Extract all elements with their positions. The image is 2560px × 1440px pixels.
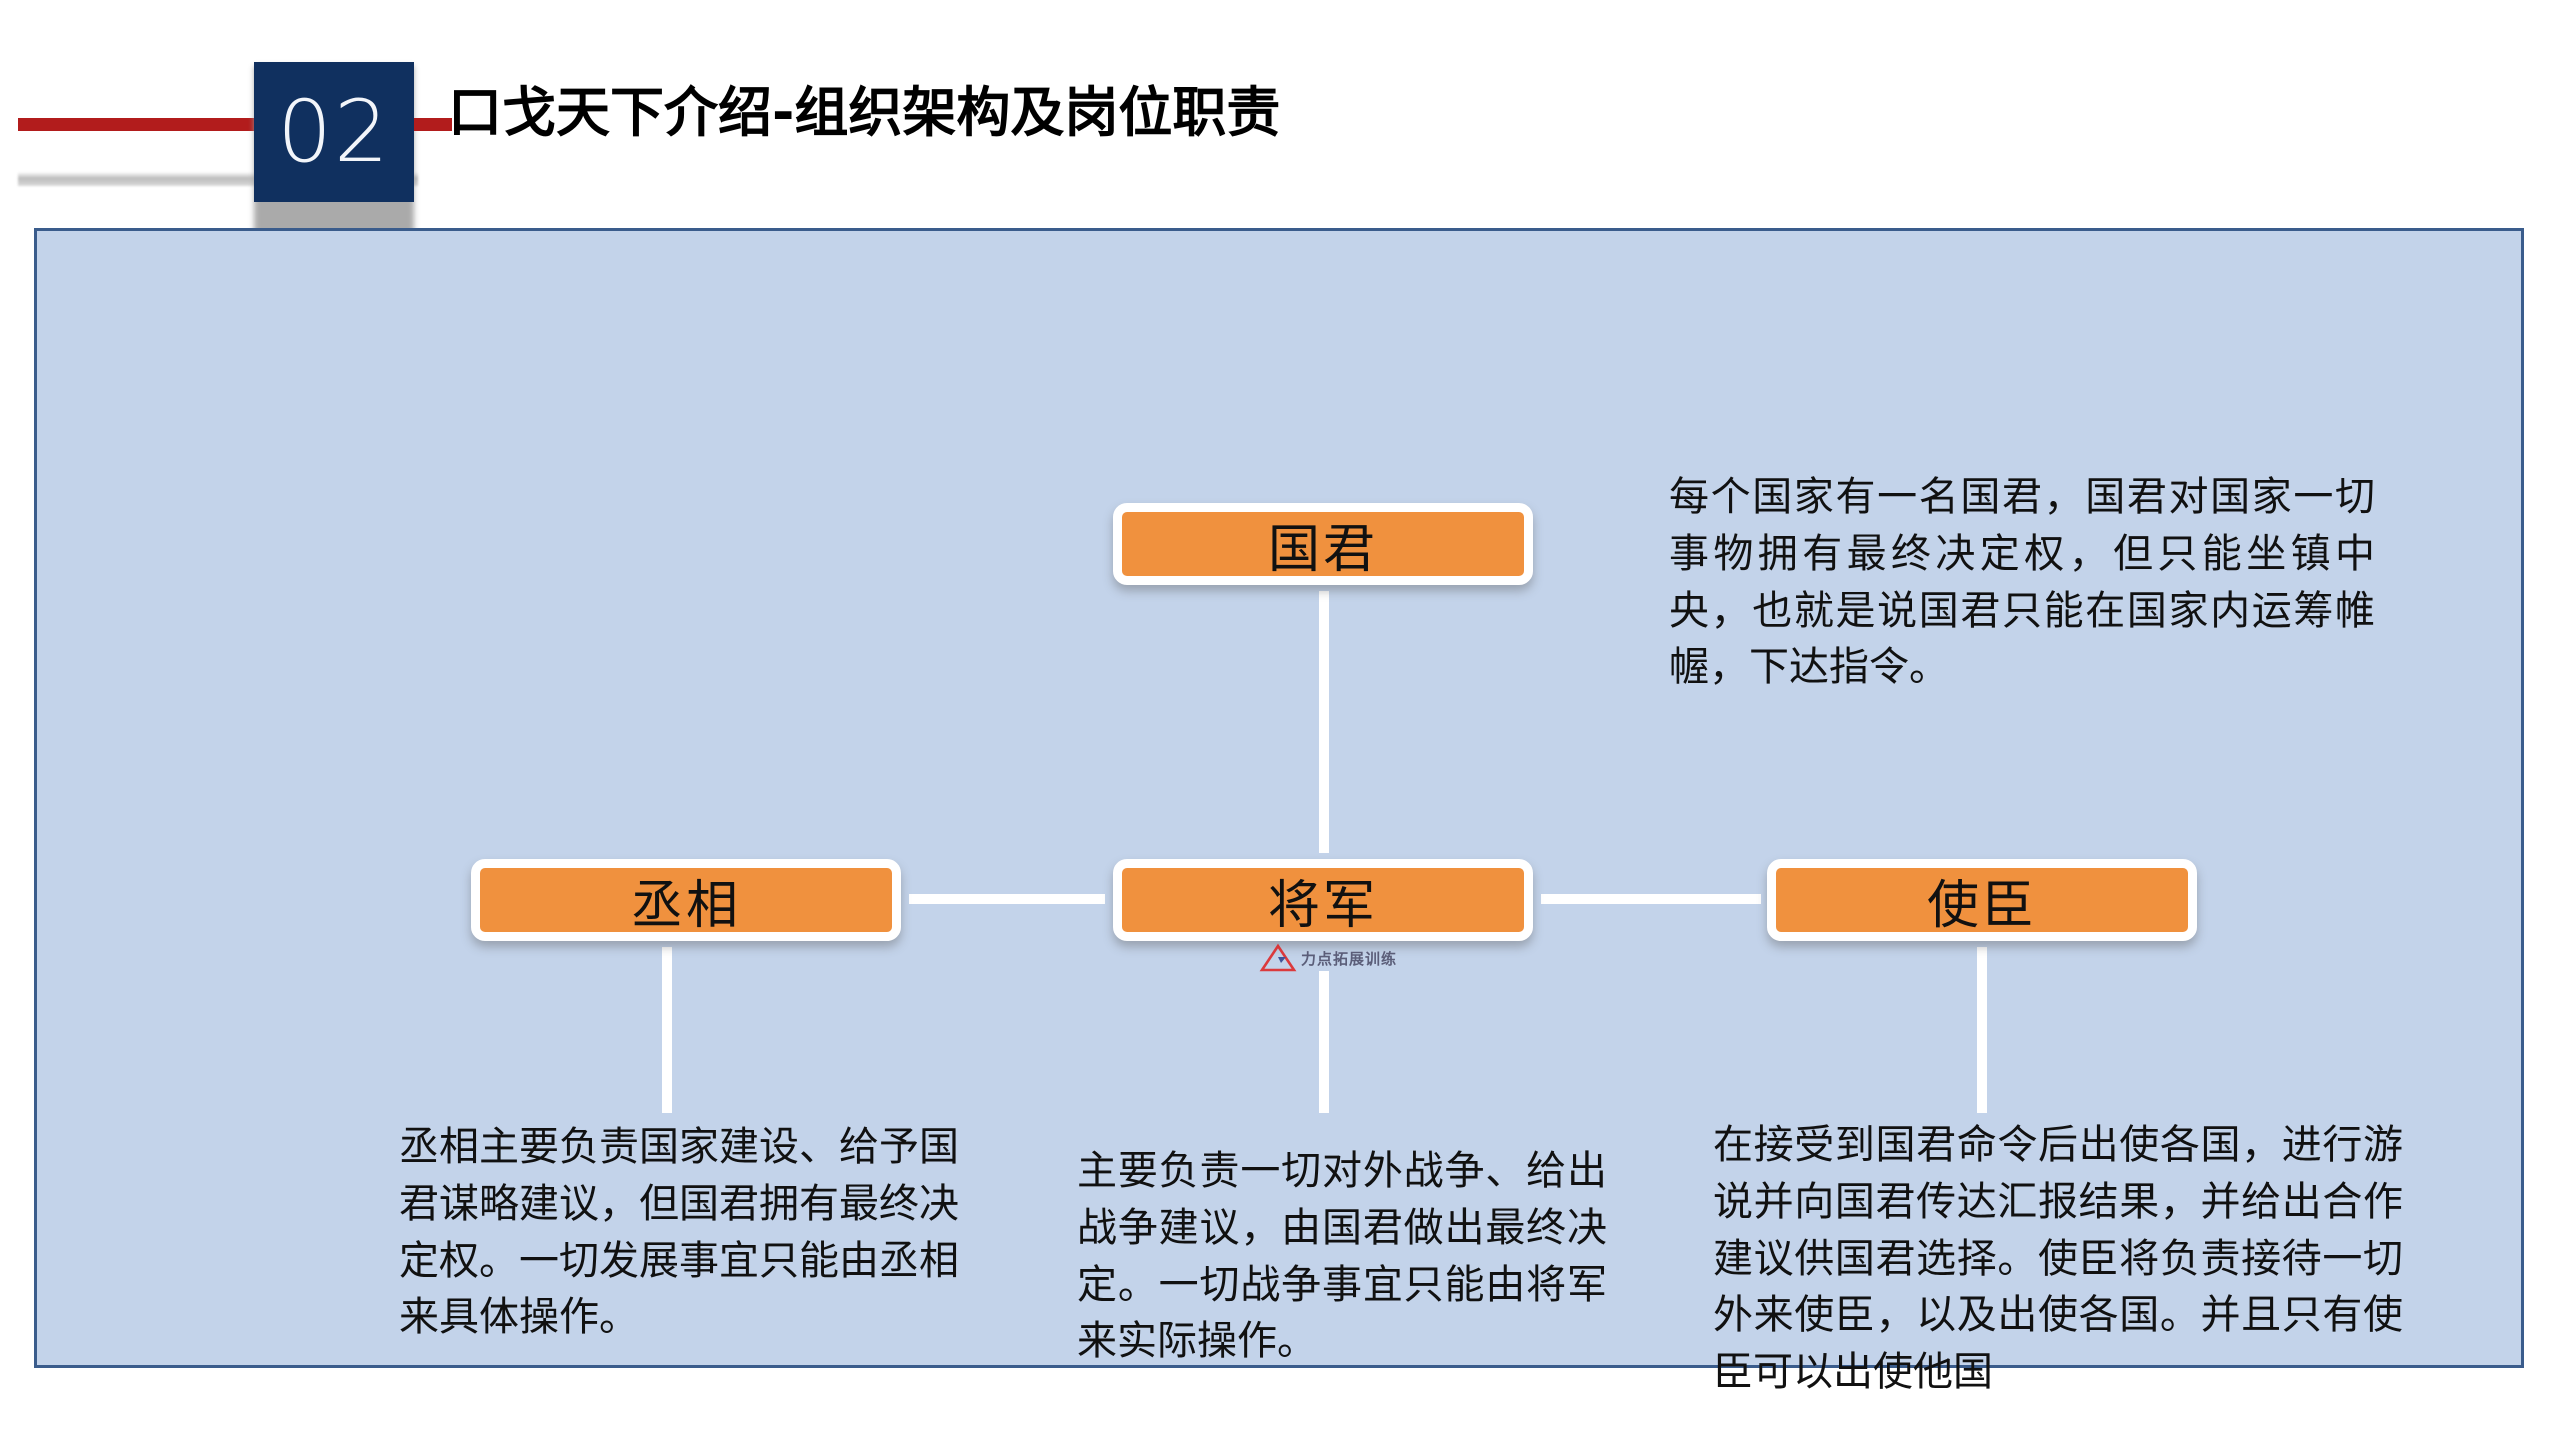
watermark-text: 力点拓展训练 bbox=[1301, 949, 1398, 968]
node-jiangjun[interactable]: 将军 bbox=[1113, 859, 1533, 941]
node-shichen-label: 使臣 bbox=[1926, 875, 2037, 936]
red-rule-stub bbox=[414, 118, 452, 131]
section-number-badge: 02 bbox=[254, 62, 414, 202]
connector-shichen-desc bbox=[1977, 947, 1987, 1113]
connector-chengxiang-desc bbox=[662, 947, 672, 1113]
node-chengxiang[interactable]: 丞相 bbox=[471, 859, 901, 941]
triangle-logo-icon bbox=[1259, 943, 1297, 973]
node-jiangjun-label: 将军 bbox=[1267, 875, 1378, 936]
node-chengxiang-label: 丞相 bbox=[630, 875, 741, 936]
watermark: 力点拓展训练 bbox=[1259, 937, 1439, 979]
description-guojun: 每个国家有一名国君，国君对国家一切事物拥有最终决定权，但只能坐镇中央，也就是说国… bbox=[1669, 474, 2375, 691]
connector-jiangjun-chengxiang bbox=[909, 894, 1105, 904]
node-guojun[interactable]: 国君 bbox=[1113, 503, 1533, 585]
node-guojun-label: 国君 bbox=[1267, 519, 1378, 580]
connector-jiangjun-shichen bbox=[1541, 894, 1761, 904]
content-panel: 国君 丞相 将军 使臣 力点拓展训练 每个国家有一名国君，国君对国家一切事物拥有… bbox=[34, 228, 2524, 1395]
description-shichen: 在接受到国君命令后出使各国，进行游说并向国君传达汇报结果，并给出合作建议供国君选… bbox=[1713, 1122, 2403, 1396]
page-title-rest: 介绍-组织架构及岗位职责 bbox=[664, 81, 1281, 144]
slide-header: 02 口戈天下介绍-组织架构及岗位职责 bbox=[0, 0, 2560, 240]
page-title-bold: 口戈天下 bbox=[448, 81, 664, 144]
description-jiangjun: 主要负责一切对外战争、给出战争建议，由国君做出最终决定。一切战争事宜只能由将军来… bbox=[1077, 1148, 1607, 1365]
page-title: 口戈天下介绍-组织架构及岗位职责 bbox=[448, 78, 1498, 147]
node-shichen[interactable]: 使臣 bbox=[1767, 859, 2197, 941]
description-chengxiang: 丞相主要负责国家建设、给予国君谋略建议，但国君拥有最终决定权。一切发展事宜只能由… bbox=[399, 1124, 959, 1341]
connector-jiangjun-desc bbox=[1319, 971, 1329, 1113]
section-number-text: 02 bbox=[277, 82, 391, 182]
connector-guojun-jiangjun bbox=[1319, 591, 1329, 853]
